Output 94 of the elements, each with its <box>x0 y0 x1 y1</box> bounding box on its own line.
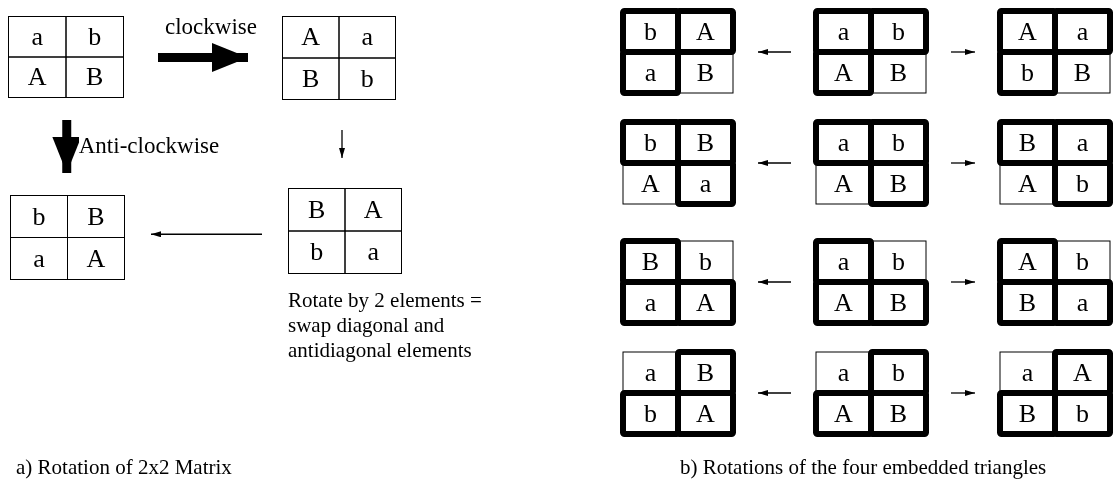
arrow <box>757 279 792 285</box>
matrix-grid <box>997 119 1113 207</box>
arrow <box>950 279 976 285</box>
matrix-entry: A <box>86 243 106 274</box>
matrix-grid <box>997 349 1113 437</box>
matrix-grid <box>813 119 929 207</box>
matrix-entry: b <box>31 201 47 232</box>
matrix-entry: b <box>643 127 658 158</box>
matrix-entry: a <box>30 21 44 52</box>
matrix-entry: B <box>1072 57 1093 88</box>
matrix-entry: a <box>360 22 374 53</box>
matrix-grid <box>620 349 736 437</box>
matrix-entry: a <box>836 357 851 388</box>
matrix-grid <box>620 238 736 326</box>
matrix-entry: b <box>891 127 906 158</box>
matrix-entry: B <box>695 127 716 158</box>
matrix-grid <box>813 8 929 96</box>
matrix-grid <box>813 238 929 326</box>
matrix-entry: A <box>1017 246 1038 277</box>
matrix-entry: a <box>366 237 380 268</box>
matrix-entry: A <box>1017 16 1038 47</box>
matrix-entry: B <box>640 246 661 277</box>
matrix-entry: b <box>698 246 713 277</box>
matrix-entry: b <box>891 357 906 388</box>
arrow <box>950 160 976 166</box>
arrow <box>150 231 263 238</box>
matrix-entry: a <box>698 168 713 199</box>
arrow <box>757 49 792 55</box>
matrix-grid <box>288 188 402 274</box>
matrix-entry: A <box>695 287 716 318</box>
note-text: Rotate by 2 elements = swap diagonal and antidiagonal elements <box>288 288 483 363</box>
matrix-entry: b <box>891 246 906 277</box>
matrix-grid <box>620 8 736 96</box>
matrix-entry: a <box>1075 127 1090 158</box>
matrix-entry: B <box>888 287 909 318</box>
matrix-entry: B <box>1017 127 1038 158</box>
matrix-entry: A <box>27 62 48 93</box>
matrix-entry: B <box>301 63 321 94</box>
matrix-entry: A <box>833 398 854 429</box>
matrix-entry: A <box>833 168 854 199</box>
matrix-entry: B <box>1017 398 1038 429</box>
matrix-entry: b <box>87 21 103 52</box>
matrix-entry: a <box>1020 357 1035 388</box>
matrix-entry: A <box>363 194 384 225</box>
arrow <box>950 390 976 396</box>
arrow <box>757 390 792 396</box>
matrix-entry: a <box>1075 287 1090 318</box>
matrix-entry: a <box>836 246 851 277</box>
matrix-entry: B <box>86 201 106 232</box>
matrix-grid <box>282 16 396 100</box>
matrix-entry: a <box>643 287 658 318</box>
matrix-entry: A <box>640 168 661 199</box>
matrix-entry: a <box>643 357 658 388</box>
arrow <box>757 160 792 166</box>
matrix-entry: a <box>32 243 46 274</box>
matrix-grid <box>997 238 1113 326</box>
matrix-grid <box>997 8 1113 96</box>
matrix-grid <box>620 119 736 207</box>
matrix-entry: b <box>1075 398 1090 429</box>
matrix-entry: b <box>1020 57 1035 88</box>
matrix-entry: b <box>309 237 325 268</box>
thick-arrow <box>158 43 248 72</box>
caption-text: b) Rotations of the four embedded triangles <box>680 455 1048 480</box>
matrix-entry: b <box>643 398 658 429</box>
matrix-entry: b <box>1075 246 1090 277</box>
matrix-entry: B <box>695 57 716 88</box>
matrix-entry: A <box>300 22 321 53</box>
matrix-entry: b <box>643 16 658 47</box>
matrix-entry: A <box>833 287 854 318</box>
matrix-entry: A <box>695 16 716 47</box>
matrix-grid <box>813 349 929 437</box>
matrix-entry: B <box>695 357 716 388</box>
matrix-grid <box>10 195 125 280</box>
matrix-entry: b <box>359 63 375 94</box>
arrow <box>950 49 976 55</box>
matrix-entry: B <box>85 62 105 93</box>
matrix-entry: B <box>307 194 327 225</box>
matrix-entry: a <box>836 16 851 47</box>
matrix-entry: B <box>888 168 909 199</box>
matrix-entry: A <box>1072 357 1093 388</box>
matrix-grid <box>8 16 124 98</box>
caption-text: a) Rotation of 2x2 Matrix <box>16 455 233 480</box>
matrix-entry: a <box>1075 16 1090 47</box>
matrix-entry: A <box>1017 168 1038 199</box>
matrix-entry: A <box>695 398 716 429</box>
matrix-entry: A <box>833 57 854 88</box>
arrow <box>339 129 345 159</box>
matrix-entry: B <box>888 57 909 88</box>
matrix-entry: a <box>643 57 658 88</box>
matrix-entry: B <box>888 398 909 429</box>
matrix-entry: B <box>1017 287 1038 318</box>
matrix-entry: b <box>891 16 906 47</box>
matrix-entry: b <box>1075 168 1090 199</box>
matrix-entry: a <box>836 127 851 158</box>
